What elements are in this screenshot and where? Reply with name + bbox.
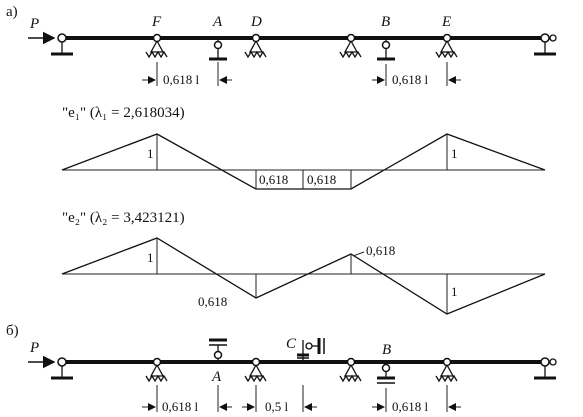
mode1-title: "e₁" (λ₁ = 2,618034) [62, 105, 185, 121]
spring-support-e [435, 33, 458, 59]
dimension-label-left-b: 0,618 l [162, 399, 199, 414]
mode2-value-peak-left: 1 [147, 250, 154, 265]
mode1-value-peak-left: 1 [147, 146, 154, 161]
dimension-f-a [142, 62, 232, 86]
mode2-value-trough-right: 1 [451, 284, 458, 299]
support-label-a: A [212, 14, 223, 30]
load-label-b: P [29, 340, 39, 356]
spring-support-b3 [339, 357, 362, 383]
dimension-label-right-b: 0,618 l [392, 399, 429, 414]
support-label-b: B [381, 14, 390, 30]
part-b-label: б) [6, 323, 19, 339]
support-label-e: E [441, 14, 451, 30]
support-label-c-b: C [286, 336, 297, 352]
support-label-b-b: B [382, 342, 391, 358]
mode2-title: "e₂" (λ₂ = 3,423121) [62, 210, 185, 226]
left-roller-support-b [51, 357, 73, 380]
spring-support-b2 [244, 357, 267, 383]
roller-support-b-b [377, 362, 395, 384]
right-roller-support-a [534, 33, 557, 56]
dimension-lines-b [142, 385, 461, 412]
mode1-value-peak-right: 1 [451, 146, 458, 161]
spring-support-mid [339, 33, 362, 59]
mode2-value-trough-left: 0,618 [198, 294, 227, 309]
roller-support-b [377, 38, 395, 61]
dimension-b-e [372, 62, 461, 86]
part-a-label: а) [6, 4, 18, 20]
dimension-label-mid-b: 0,5 l [265, 399, 289, 414]
spring-support-b4 [435, 357, 458, 383]
dimension-label-left-a: 0,618 l [163, 72, 200, 87]
mode2-value-peak-mid: 0,618 [366, 243, 395, 258]
spring-support-b1 [145, 357, 168, 383]
right-roller-support-b [534, 357, 557, 380]
spring-support-f [145, 33, 168, 59]
left-roller-support-a [51, 33, 73, 56]
dimension-label-right-a: 0,618 l [392, 72, 429, 87]
support-label-f: F [151, 14, 162, 30]
load-label-a: P [29, 16, 39, 32]
mode2-curve [61, 237, 546, 315]
spring-support-d [244, 33, 267, 59]
roller-support-a [209, 38, 227, 61]
roller-support-a-b [209, 338, 227, 362]
mode2-leader-peak-mid [352, 251, 365, 257]
support-label-d: D [250, 14, 262, 30]
mode1-value-mid-left: 0,618 [259, 172, 288, 187]
mode1-value-mid-right: 0,618 [307, 172, 336, 187]
clamp-support-c [297, 338, 325, 362]
support-label-a-b: A [211, 369, 222, 385]
